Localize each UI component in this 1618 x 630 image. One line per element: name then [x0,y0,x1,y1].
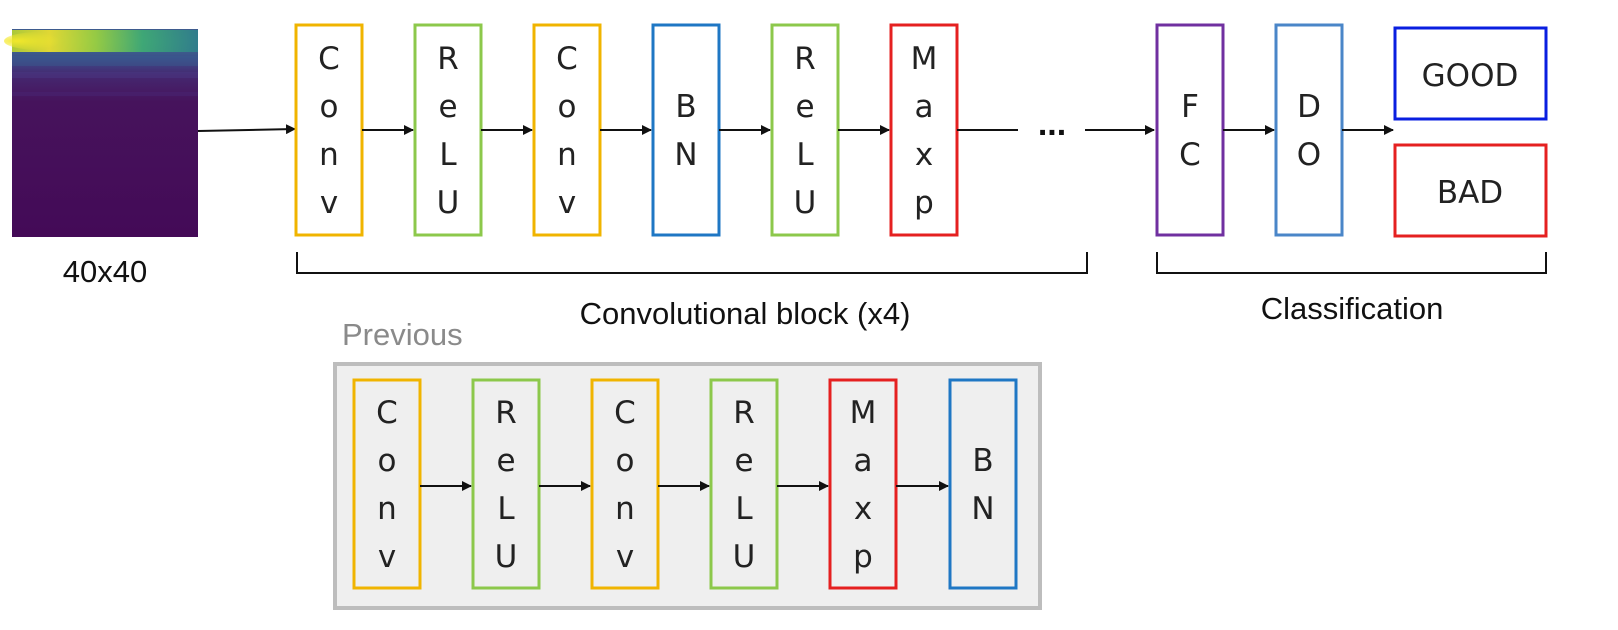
output-good: GOOD [1393,26,1548,121]
output-good-label: GOOD [1422,58,1519,94]
conv-block-bracket [296,252,1088,274]
conv-block-label: Convolutional block (x4) [580,296,911,331]
previous-title: Previous [342,317,463,352]
input-spectrogram [4,29,198,237]
classification-bracket [1156,252,1547,274]
ellipsis: ... [1038,105,1066,143]
output-bad: BAD [1393,143,1548,238]
output-bad-label: BAD [1437,175,1503,211]
input-arrow [197,124,296,135]
input-size-label: 40x40 [63,254,147,289]
classification-label: Classification [1261,291,1444,326]
